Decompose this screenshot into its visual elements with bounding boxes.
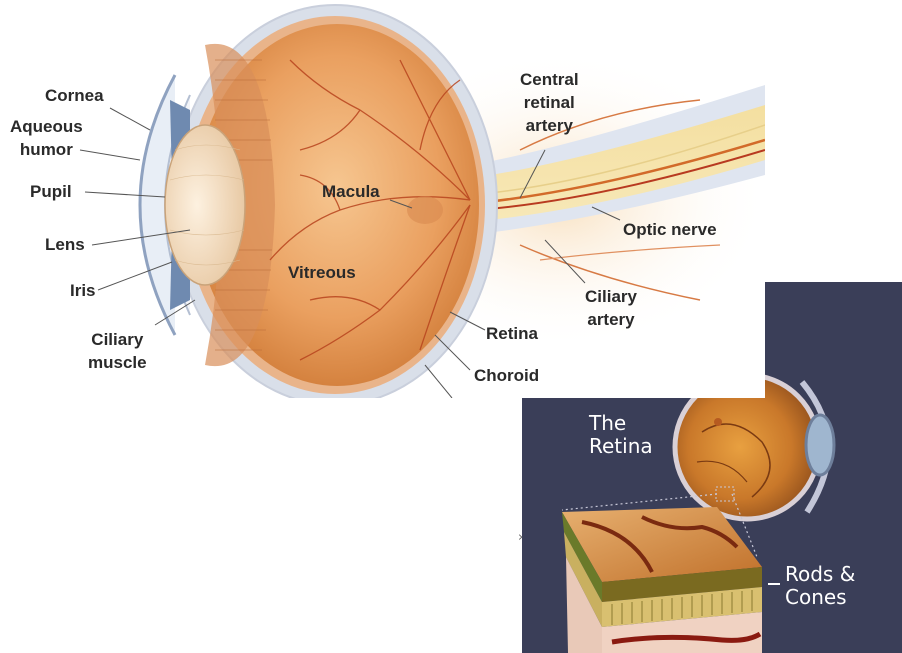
label-lens: Lens — [45, 233, 85, 256]
rods-cones-line1: Rods & — [785, 563, 855, 586]
label-ciliary-artery-line1: Ciliary — [585, 285, 637, 308]
label-pupil: Pupil — [30, 180, 72, 203]
label-central-retinal-artery-line3: artery — [520, 114, 579, 137]
label-aqueous-humor: Aqueous humor — [10, 115, 83, 161]
eye-diagram-panel: Cornea Aqueous humor Pupil Lens Iris Cil… — [0, 0, 765, 398]
label-ciliary-muscle-line2: muscle — [88, 351, 147, 374]
label-optic-nerve: Optic nerve — [623, 218, 717, 241]
retina-title-line1: The — [589, 412, 653, 435]
label-ciliary-artery: Ciliary artery — [585, 285, 637, 331]
label-macula: Macula — [322, 180, 380, 203]
label-central-retinal-artery-line2: retinal — [520, 91, 579, 114]
label-iris: Iris — [70, 279, 96, 302]
label-aqueous-humor-line1: Aqueous — [10, 115, 83, 138]
label-central-retinal-artery-line1: Central — [520, 68, 579, 91]
macula-spot — [407, 196, 443, 224]
label-vitreous: Vitreous — [288, 261, 356, 284]
label-choroid: Choroid — [474, 364, 539, 387]
retina-title: The Retina — [589, 412, 653, 458]
rods-cones-label: Rods & Cones — [785, 563, 855, 609]
clipped-glyph: › — [518, 530, 523, 545]
label-ciliary-artery-line2: artery — [585, 308, 637, 331]
lens-shape — [165, 125, 245, 285]
rods-cones-line2: Cones — [785, 586, 855, 609]
label-retina: Retina — [486, 322, 538, 345]
label-ciliary-muscle-line1: Ciliary — [88, 328, 147, 351]
label-aqueous-humor-line2: humor — [10, 138, 83, 161]
label-ciliary-muscle: Ciliary muscle — [88, 328, 147, 374]
label-central-retinal-artery: Central retinal artery — [520, 68, 579, 137]
label-cornea: Cornea — [45, 84, 104, 107]
retina-title-line2: Retina — [589, 435, 653, 458]
retina-layer-slab — [562, 507, 762, 653]
